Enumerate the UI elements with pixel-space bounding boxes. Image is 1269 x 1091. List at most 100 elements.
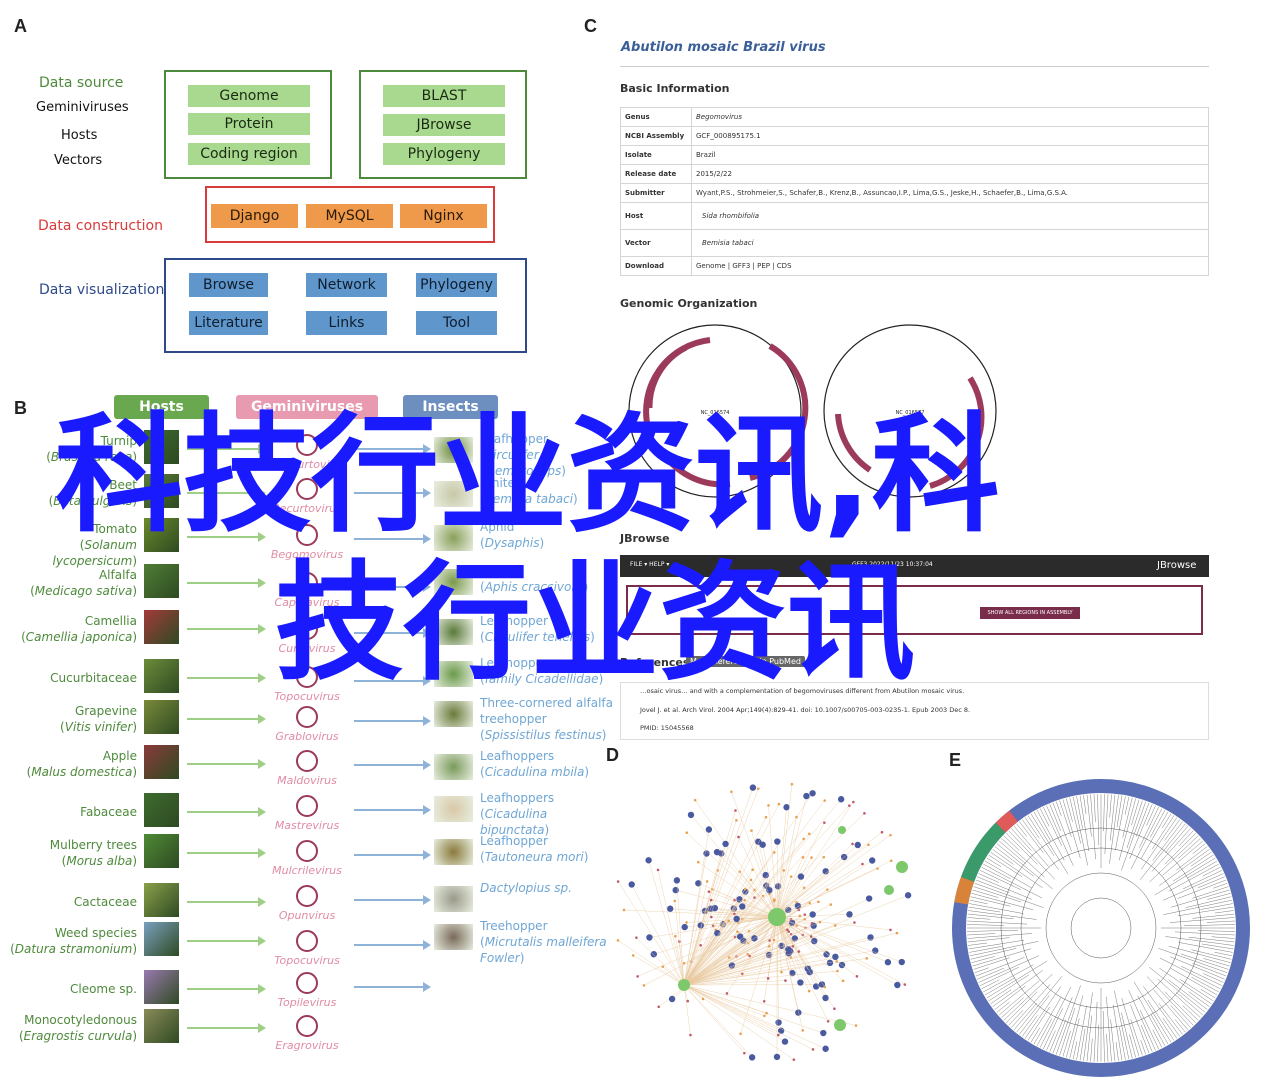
network-edge — [631, 884, 685, 986]
jbrowse-panel[interactable]: FILE ▾ HELP ▾ GFF3 2022/11/23 10:37:04 J… — [620, 555, 1209, 639]
network-hub-node — [838, 826, 846, 834]
tree-branch — [1176, 846, 1208, 871]
tree-branch — [1069, 797, 1081, 844]
tree-branch — [1157, 978, 1201, 1018]
virus-genus: Mulcrilevirus — [272, 864, 342, 877]
network-node — [817, 900, 820, 904]
host-name: Camellia — [84, 614, 137, 628]
network-node — [733, 915, 740, 923]
row-key: Host — [620, 202, 692, 230]
network-node — [631, 954, 635, 957]
tree-branch — [1163, 899, 1233, 915]
tree-branch — [969, 946, 1002, 953]
host-arrow — [187, 444, 266, 454]
insect-scientific-name: Aphis craccivora — [484, 580, 584, 594]
tree-branch — [967, 917, 991, 920]
tree-branch — [969, 899, 988, 905]
network-node — [803, 792, 810, 800]
network-node — [791, 944, 795, 948]
host-entry: Monocotyledonous(Eragrostis curvula) — [0, 1012, 137, 1044]
network-edge — [683, 950, 790, 986]
network-node — [749, 878, 753, 882]
host-name: Cactaceae — [73, 895, 137, 909]
insect-photo — [434, 569, 473, 595]
network-edge — [776, 834, 891, 918]
network-node — [727, 919, 731, 923]
more-references-button[interactable]: More References in PubMed — [686, 656, 805, 667]
network-node — [898, 958, 905, 966]
network-node — [681, 923, 688, 931]
insect-scientific-name: Circulifer tenellus — [484, 630, 591, 644]
dna-b-orf — [929, 376, 985, 489]
network-node — [823, 799, 826, 802]
tree-internal-arc — [1020, 847, 1182, 1009]
tree-branch — [972, 889, 999, 898]
show-all-regions-button[interactable]: SHOW ALL REGIONS IN ASSEMBLY — [980, 607, 1080, 619]
insect-scientific-name: Dysaphis — [484, 536, 540, 550]
vector-arrow — [354, 716, 431, 726]
host-photo — [144, 659, 179, 693]
network-node — [749, 784, 757, 791]
host-arrow — [187, 807, 266, 817]
panel-label-a: A — [14, 16, 27, 36]
network-edge — [683, 914, 813, 986]
tree-branch — [1152, 1029, 1162, 1048]
tree-branch — [1097, 1024, 1099, 1062]
tree-branch — [1146, 976, 1194, 1026]
data-source-box-2 — [359, 70, 527, 179]
source-hosts: Hosts — [61, 128, 98, 143]
vector-link[interactable]: Bemisia tabaci — [691, 229, 1209, 257]
network-edge — [683, 852, 775, 986]
network-hub-node — [678, 979, 690, 991]
tree-branch — [968, 910, 1037, 920]
tree-branch — [971, 893, 1034, 911]
host-entry: Tomato(Solanum lycopersicum) — [0, 521, 137, 569]
network-edge — [683, 881, 708, 986]
tree-branch — [992, 970, 1043, 1007]
insect-entry: Leafhoppers(family Cicadellidae) — [480, 655, 620, 687]
tree-branch — [1141, 817, 1178, 870]
genome-ring-icon — [296, 750, 318, 772]
network-edge — [683, 980, 786, 986]
tree-branch — [1192, 913, 1235, 919]
tree-branch — [1128, 990, 1156, 1051]
tree-branch — [992, 849, 1014, 865]
tree-branch — [969, 941, 1039, 957]
genomic-org-heading: Genomic Organization — [620, 297, 758, 310]
network-node — [693, 798, 697, 802]
tree-branch — [1140, 1010, 1159, 1050]
host-link[interactable]: Sida rhombifolia — [691, 202, 1209, 230]
network-edge — [683, 843, 726, 986]
network-edge — [683, 922, 793, 986]
tree-branch — [1104, 794, 1109, 855]
genome-ring-icon — [296, 930, 318, 952]
tree-branch — [1056, 801, 1062, 816]
host-name: Fabaceae — [80, 805, 137, 819]
tree-branch — [981, 979, 1000, 989]
assembly-link[interactable]: GCF_000895175.1 — [691, 126, 1209, 146]
row-key: Submitter — [620, 183, 692, 203]
network-node — [797, 979, 804, 986]
reference-pmid[interactable]: PMID: 15045568 — [640, 724, 694, 732]
network-hub-node — [768, 908, 786, 926]
host-scientific-name: Morus alba — [66, 854, 133, 868]
network-edge — [683, 793, 813, 986]
network-node — [699, 944, 702, 947]
tree-branch — [1056, 985, 1081, 1055]
network-node — [710, 915, 713, 919]
network-node — [784, 979, 787, 982]
network-node — [869, 857, 876, 864]
network-node — [865, 895, 873, 902]
tree-branch — [1086, 794, 1092, 837]
network-node — [894, 981, 901, 989]
genome-tag: Genome — [188, 85, 310, 107]
tree-branch — [1001, 838, 1045, 878]
download-links[interactable]: Genome | GFF3 | PEP | CDS — [691, 256, 1209, 276]
network-edge — [683, 951, 799, 986]
jbrowse-menu[interactable]: FILE ▾ HELP ▾ — [630, 561, 670, 568]
network-node — [722, 840, 729, 848]
tree-branch — [1192, 962, 1227, 977]
references-box — [620, 682, 1209, 740]
